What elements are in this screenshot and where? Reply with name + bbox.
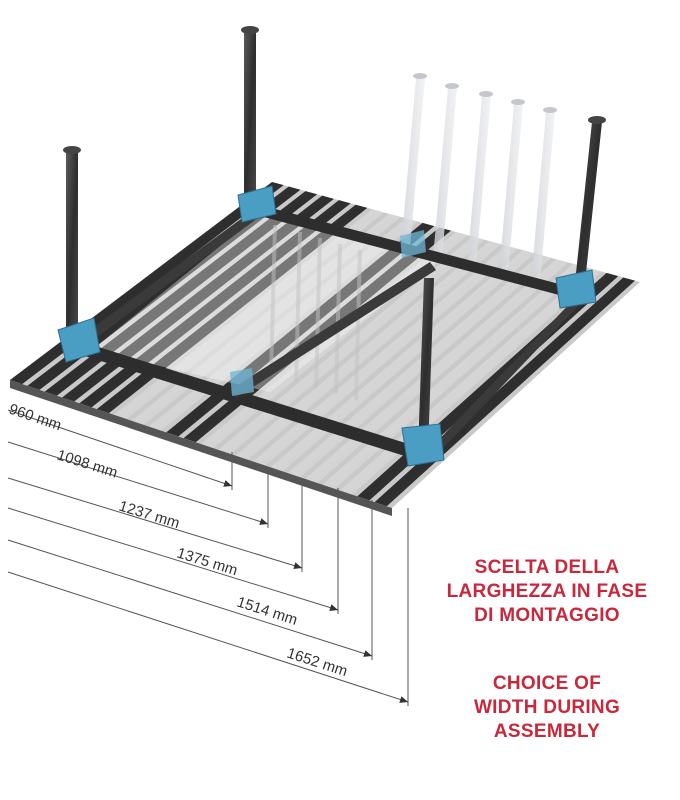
beam-front	[72, 340, 428, 462]
dimension-arrow	[259, 518, 268, 525]
ghost-post	[467, 96, 491, 266]
ghost-post-cap	[445, 83, 459, 89]
post-back-right	[574, 122, 602, 292]
glass-panel	[92, 212, 438, 392]
dimension-line	[7, 477, 303, 569]
corner-brackets	[57, 185, 597, 467]
post-left	[66, 152, 78, 350]
caption-italian: SCELTA DELLA LARGHEZZA IN FASE DI MONTAG…	[417, 556, 677, 628]
dimension-label: 1652 mm	[285, 645, 350, 680]
ghost-post	[499, 104, 523, 274]
dimension-arrow	[399, 696, 408, 703]
ghost-post-cap	[543, 107, 557, 113]
ghost-post	[531, 112, 555, 282]
dimension-line	[7, 507, 339, 611]
deck-profile-strip	[322, 263, 585, 489]
frame-posts	[63, 26, 606, 452]
caption-it-line-3: DI MONTAGGIO	[474, 605, 620, 626]
dimension-label: 960 mm	[7, 401, 64, 435]
dimension-arrow	[329, 604, 338, 611]
ghost-post-cap	[479, 91, 493, 97]
post-back-left	[244, 32, 256, 212]
dimension-label: 1514 mm	[235, 594, 300, 629]
deck-edge	[10, 380, 392, 516]
deck-profile-strip	[114, 209, 385, 419]
deck-profile-strip	[131, 213, 401, 425]
dimension-line	[7, 571, 409, 703]
bracket-front-left	[57, 317, 101, 363]
post-left-foot	[63, 146, 81, 154]
ghost-posts	[269, 73, 557, 401]
dimension-label: 1237 mm	[117, 498, 182, 533]
bracket-mid-1	[230, 368, 254, 396]
deck-profile-strip	[218, 236, 485, 454]
deck-profile-strip	[270, 250, 535, 472]
bracket-mid-2	[400, 230, 426, 258]
deck-profile-strip	[148, 218, 418, 431]
deck-profile-strip	[79, 200, 351, 408]
bracket-front-right	[401, 423, 445, 467]
caption-it-line-2: LARGHEZZA IN FASE	[446, 581, 648, 602]
dimension-arrow	[363, 650, 372, 657]
beam-right	[424, 295, 584, 462]
caption-en-line-3: ASSEMBLY	[493, 721, 601, 742]
caption-it-line-1: SCELTA DELLA	[474, 557, 620, 578]
bracket-back-left	[237, 185, 277, 223]
post-back-left-foot	[241, 26, 259, 34]
beam-middle	[230, 262, 436, 398]
ghost-post	[401, 78, 425, 248]
ghost-post-shadow	[354, 249, 362, 401]
deck-profile-strip	[235, 241, 502, 460]
frame-beams	[72, 205, 584, 462]
caption-en-line-2: WIDTH DURING	[473, 697, 621, 718]
dimension-label: 1098 mm	[55, 447, 120, 482]
dimension-arrow	[293, 562, 302, 570]
caption-en-line-1: CHOICE OF	[492, 673, 602, 694]
caption-english: CHOICE OF WIDTH DURING ASSEMBLY	[417, 672, 677, 744]
ghost-post-cap	[511, 99, 525, 105]
deck-profile-strip	[253, 245, 518, 466]
dimension-label: 1375 mm	[175, 545, 240, 580]
deck-profile-strip	[305, 259, 569, 483]
post-back-right-foot	[588, 116, 606, 124]
deck-profile-strip	[44, 191, 318, 396]
ghost-post-shadow	[269, 224, 277, 376]
ghost-post-shadow	[334, 243, 342, 395]
deck-profile-strip	[287, 254, 552, 478]
post-front-right	[418, 278, 434, 452]
deck-profile-strip	[62, 195, 334, 402]
dimension-line	[7, 409, 233, 487]
beam-left	[76, 205, 266, 348]
dimension-arrow	[223, 480, 232, 487]
bracket-back-right	[555, 269, 597, 309]
ghost-post-cap	[413, 73, 427, 79]
dimension-line	[7, 539, 373, 657]
dimension-line	[7, 441, 269, 525]
ghost-post-shadow	[314, 237, 322, 389]
ghost-post	[433, 88, 457, 258]
